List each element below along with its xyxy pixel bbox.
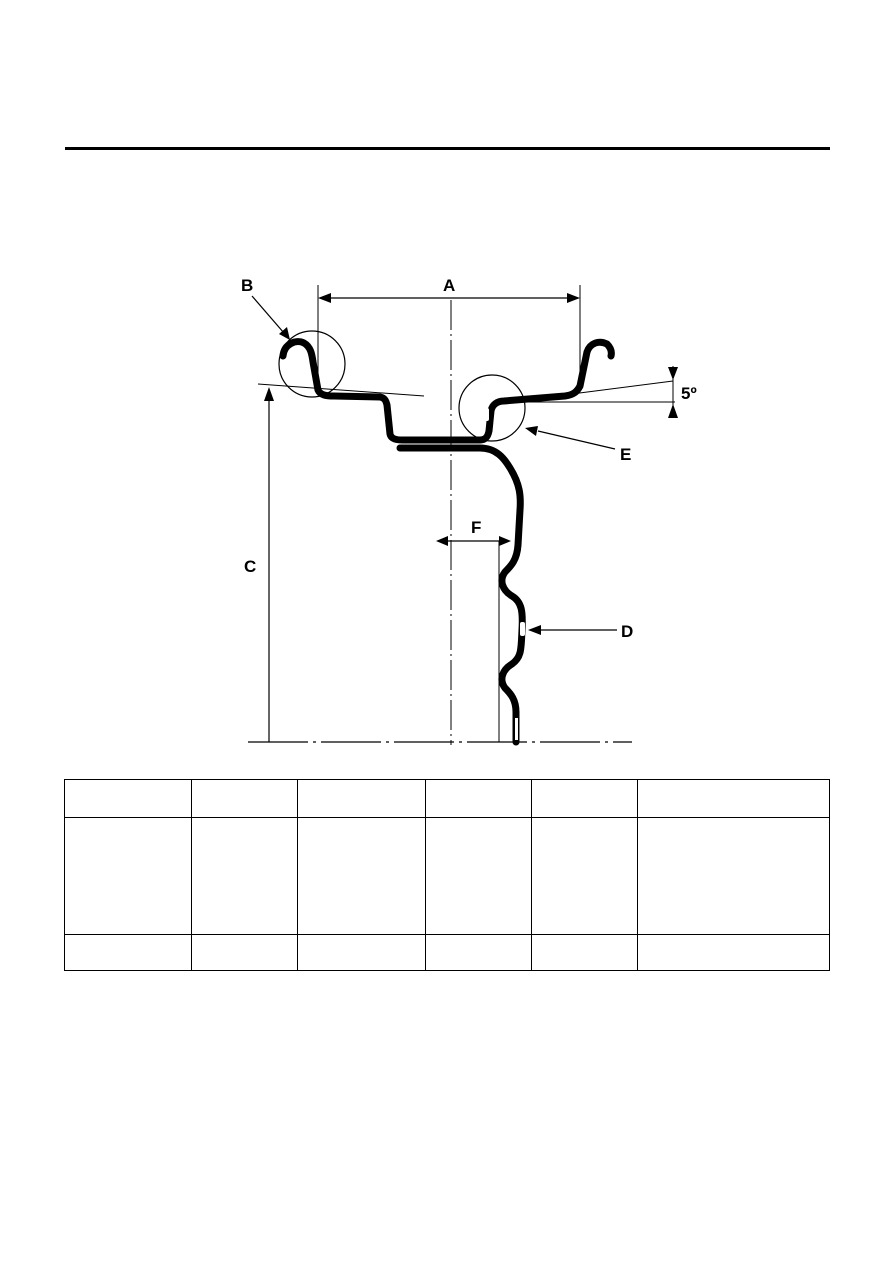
table-cell	[191, 817, 298, 935]
detail-circle-e	[458, 374, 526, 442]
table-cell	[64, 817, 192, 935]
table-cell	[637, 817, 830, 935]
detail-circle-b	[278, 330, 346, 398]
table-row	[64, 934, 830, 971]
table-row	[64, 817, 830, 935]
table-cell	[531, 817, 638, 935]
table-cell	[425, 934, 532, 971]
table-cell	[637, 934, 830, 971]
table-cell	[425, 779, 532, 818]
table-cell	[191, 779, 298, 818]
label-b: B	[241, 276, 253, 295]
table-row	[64, 779, 830, 818]
table-cell	[64, 934, 192, 971]
rim-profile	[279, 338, 615, 444]
spec-table	[64, 779, 830, 971]
table-cell	[297, 934, 426, 971]
table-cell	[637, 779, 830, 818]
table-cell	[531, 779, 638, 818]
table-cell	[191, 934, 298, 971]
table-cell	[531, 934, 638, 971]
wheel-rim-diagram: A B C 5º E F D	[241, 276, 697, 746]
label-a: A	[443, 276, 455, 295]
label-c: C	[244, 557, 256, 576]
table-cell	[425, 817, 532, 935]
wheel-disc	[396, 444, 526, 746]
label-f: F	[471, 518, 481, 537]
label-e: E	[620, 445, 631, 464]
table-cell	[297, 817, 426, 935]
table-cell	[297, 779, 426, 818]
label-d: D	[621, 622, 633, 641]
header-rule	[65, 147, 830, 150]
label-angle: 5º	[681, 384, 697, 403]
table-cell	[64, 779, 192, 818]
